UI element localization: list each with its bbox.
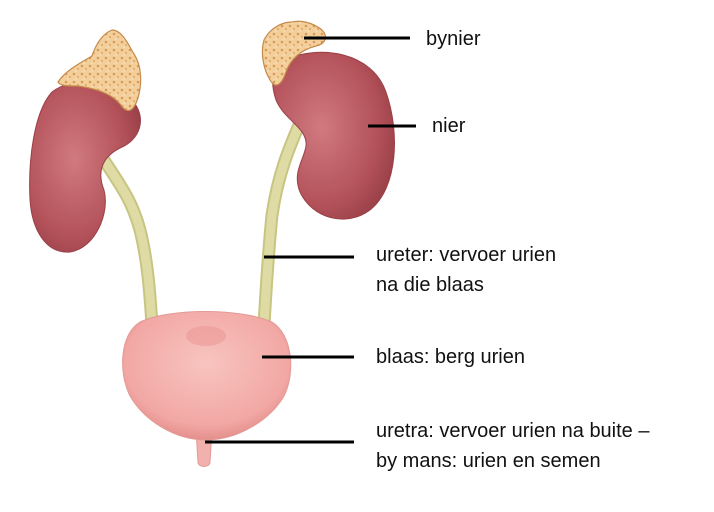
label-adrenal: bynier — [426, 28, 481, 50]
bladder — [122, 311, 292, 441]
label-urethra-line1: uretra: vervoer urien na buite – — [376, 420, 650, 442]
label-urethra-line2: by mans: urien en semen — [376, 450, 601, 472]
left-adrenal-gland — [57, 29, 142, 112]
right-kidney — [272, 51, 395, 220]
label-bladder: blaas: berg urien — [376, 346, 525, 368]
label-ureter-line2: na die blaas — [376, 274, 484, 296]
label-ureter-line1: ureter: vervoer urien — [376, 244, 557, 266]
label-kidney: nier — [432, 115, 466, 137]
